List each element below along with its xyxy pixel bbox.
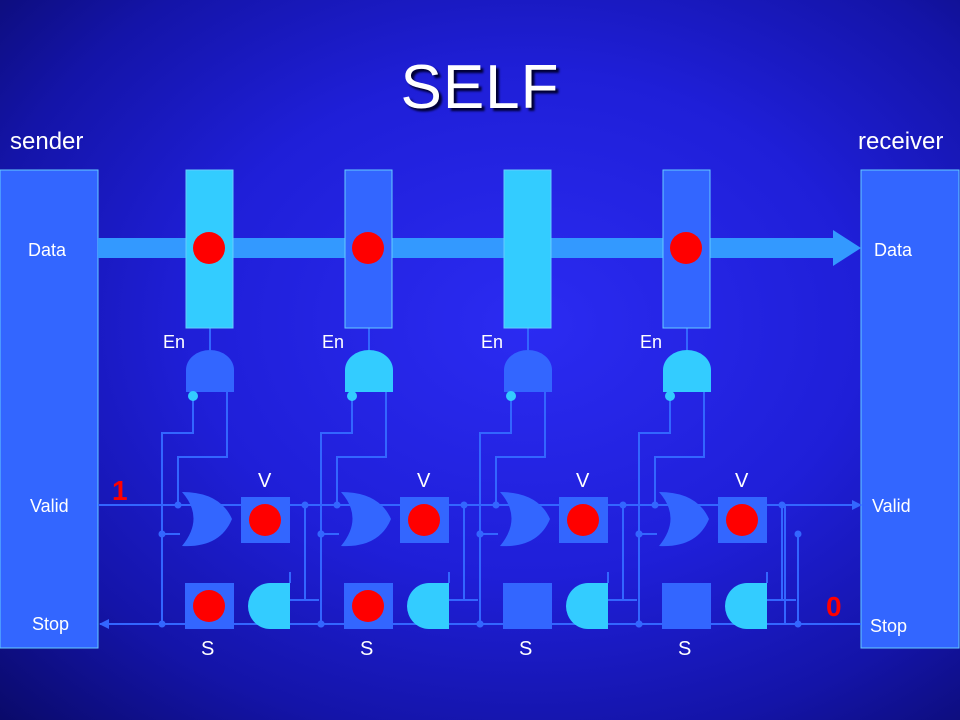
junction-dot: [301, 501, 309, 509]
junction-dot: [492, 501, 500, 509]
junction-dot: [460, 501, 468, 509]
s-label: S: [360, 638, 373, 660]
and-input-left-wire: [638, 396, 671, 624]
inverter-bubble: [347, 391, 357, 401]
sender-label: sender: [10, 128, 84, 155]
junction-dot: [333, 501, 341, 509]
v-label: V: [258, 470, 272, 492]
sender-data-label: Data: [28, 240, 67, 260]
data-token: [193, 232, 225, 264]
junction-dot: [317, 620, 325, 628]
stage-3: EnV S: [476, 169, 643, 660]
enable-and-gate: [504, 350, 552, 392]
en-label: En: [163, 332, 185, 352]
junction-dot: [635, 530, 643, 538]
or-gate: [659, 492, 709, 547]
junction-dot: [778, 501, 786, 509]
enable-and-gate: [345, 350, 393, 392]
valid-in-value: 1: [112, 475, 128, 506]
and-input-left-wire: [161, 396, 194, 624]
s-label: S: [201, 638, 214, 660]
s-token: [352, 590, 384, 622]
pipeline-stages: EnV S EnV S EnV S EnV S: [158, 169, 802, 660]
junction-dot: [794, 620, 802, 628]
junction-dot: [174, 501, 182, 509]
and-input-right-wire: [336, 392, 387, 505]
en-label: En: [481, 332, 503, 352]
stop-and-gate: [725, 583, 767, 629]
or-gate: [500, 492, 550, 547]
data-token: [352, 232, 384, 264]
and-input-left-wire: [320, 396, 353, 624]
receiver-stop-label: Stop: [870, 616, 907, 636]
s-register: [662, 583, 711, 629]
stop-in-value: 0: [826, 591, 842, 622]
v-token: [249, 504, 281, 536]
en-label: En: [640, 332, 662, 352]
junction-dot: [635, 620, 643, 628]
data-bus: [98, 238, 833, 258]
junction-dot: [476, 620, 484, 628]
junction-dot: [651, 501, 659, 509]
stop-and-gate: [248, 583, 290, 629]
receiver-valid-label: Valid: [872, 496, 911, 516]
v-label: V: [576, 470, 590, 492]
and-input-right-wire: [654, 392, 705, 505]
stop-and-gate: [407, 583, 449, 629]
s-token: [193, 590, 225, 622]
sender-stop-label: Stop: [32, 614, 69, 634]
data-bus-arrowhead: [833, 230, 861, 266]
inverter-bubble: [665, 391, 675, 401]
s-label: S: [678, 638, 691, 660]
s-label: S: [519, 638, 532, 660]
v-token: [408, 504, 440, 536]
junction-dot: [619, 501, 627, 509]
and-input-left-wire: [479, 396, 512, 624]
data-latch: [503, 169, 552, 329]
v-label: V: [735, 470, 749, 492]
or-gate: [182, 492, 232, 547]
receiver-block: [860, 169, 960, 649]
page-title: SELF: [400, 53, 560, 122]
sender-block: [0, 169, 99, 649]
stop-and-gate: [566, 583, 608, 629]
en-label: En: [322, 332, 344, 352]
inverter-bubble: [188, 391, 198, 401]
v-token: [726, 504, 758, 536]
enable-and-gate: [186, 350, 234, 392]
v-label: V: [417, 470, 431, 492]
s-register: [503, 583, 552, 629]
junction-dot: [794, 530, 802, 538]
receiver-data-label: Data: [874, 240, 913, 260]
stage-4: EnV S: [635, 169, 802, 660]
inverter-bubble: [506, 391, 516, 401]
junction-dot: [158, 530, 166, 538]
junction-dot: [158, 620, 166, 628]
v-token: [567, 504, 599, 536]
data-token: [670, 232, 702, 264]
stage-1: EnV S: [158, 169, 325, 660]
and-input-right-wire: [495, 392, 546, 505]
stage-2: EnV S: [317, 169, 484, 660]
and-input-right-wire: [177, 392, 228, 505]
enable-and-gate: [663, 350, 711, 392]
receiver-label: receiver: [858, 128, 944, 155]
junction-dot: [476, 530, 484, 538]
sender-valid-label: Valid: [30, 496, 69, 516]
or-gate: [341, 492, 391, 547]
junction-dot: [317, 530, 325, 538]
